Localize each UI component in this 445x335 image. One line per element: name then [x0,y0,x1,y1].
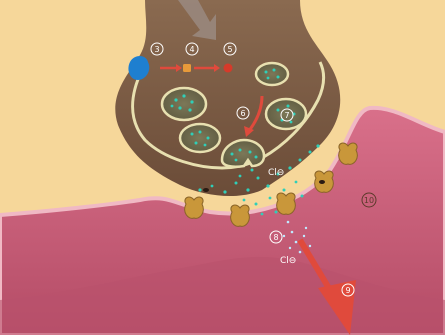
receptor [339,143,358,164]
ion-label-upper: Cl⊖ [268,168,284,178]
svg-text:9: 9 [345,286,350,295]
svg-text:6: 6 [240,109,245,118]
svg-text:7: 7 [284,111,289,120]
receptor [277,193,296,214]
vesicle [256,63,288,85]
svg-text:3: 3 [154,45,159,54]
ion-label-lower: Cl⊖ [280,256,296,266]
receptor [185,197,204,218]
receptor [231,205,250,226]
vesicle [162,88,206,120]
svg-text:10: 10 [364,196,374,205]
vesicle [180,124,220,152]
svg-text:5: 5 [227,45,232,54]
svg-text:8: 8 [273,233,278,242]
marker-10: 10 [362,193,376,207]
svg-text:4: 4 [189,45,194,54]
precursor-molecule [183,64,191,72]
transmitter-molecule [224,64,233,73]
